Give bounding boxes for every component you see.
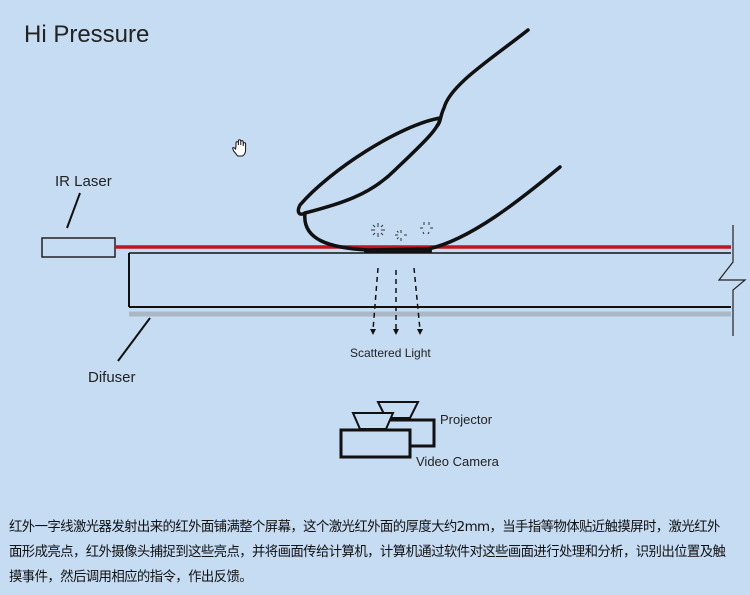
caption-line-3: 摸事件，然后调用相应的指令，作出反馈。 [9,570,253,585]
break-mark [717,225,747,336]
ir-laser-label: IR Laser [55,173,112,190]
projector-label: Projector [440,412,493,427]
hand-cursor-icon [232,139,247,157]
diagram-title: Hi Pressure [24,21,149,48]
ir-laser-box [41,237,116,258]
difuser-label: Difuser [88,369,136,386]
ir-laser-leader [66,192,81,229]
difuser-leader [117,317,151,362]
scattered-light-label: Scattered Light [350,346,431,360]
caption-line-2: 面形成亮点，红外摄像头捕捉到这些亮点，并将画面传给计算机，计算机通过软件对这些画… [9,545,726,560]
video-camera-label: Video Camera [416,454,500,469]
scattered-light-arrows [372,267,421,331]
caption-line-1: 红外一字线激光器发射出来的红外面铺满整个屏幕，这个激光红外面的厚度大约2mm，当… [9,520,720,535]
video-camera-icon [339,412,412,459]
sparkle-marks [371,222,433,241]
arrow-heads [370,329,423,335]
finger-illustration [296,28,562,253]
